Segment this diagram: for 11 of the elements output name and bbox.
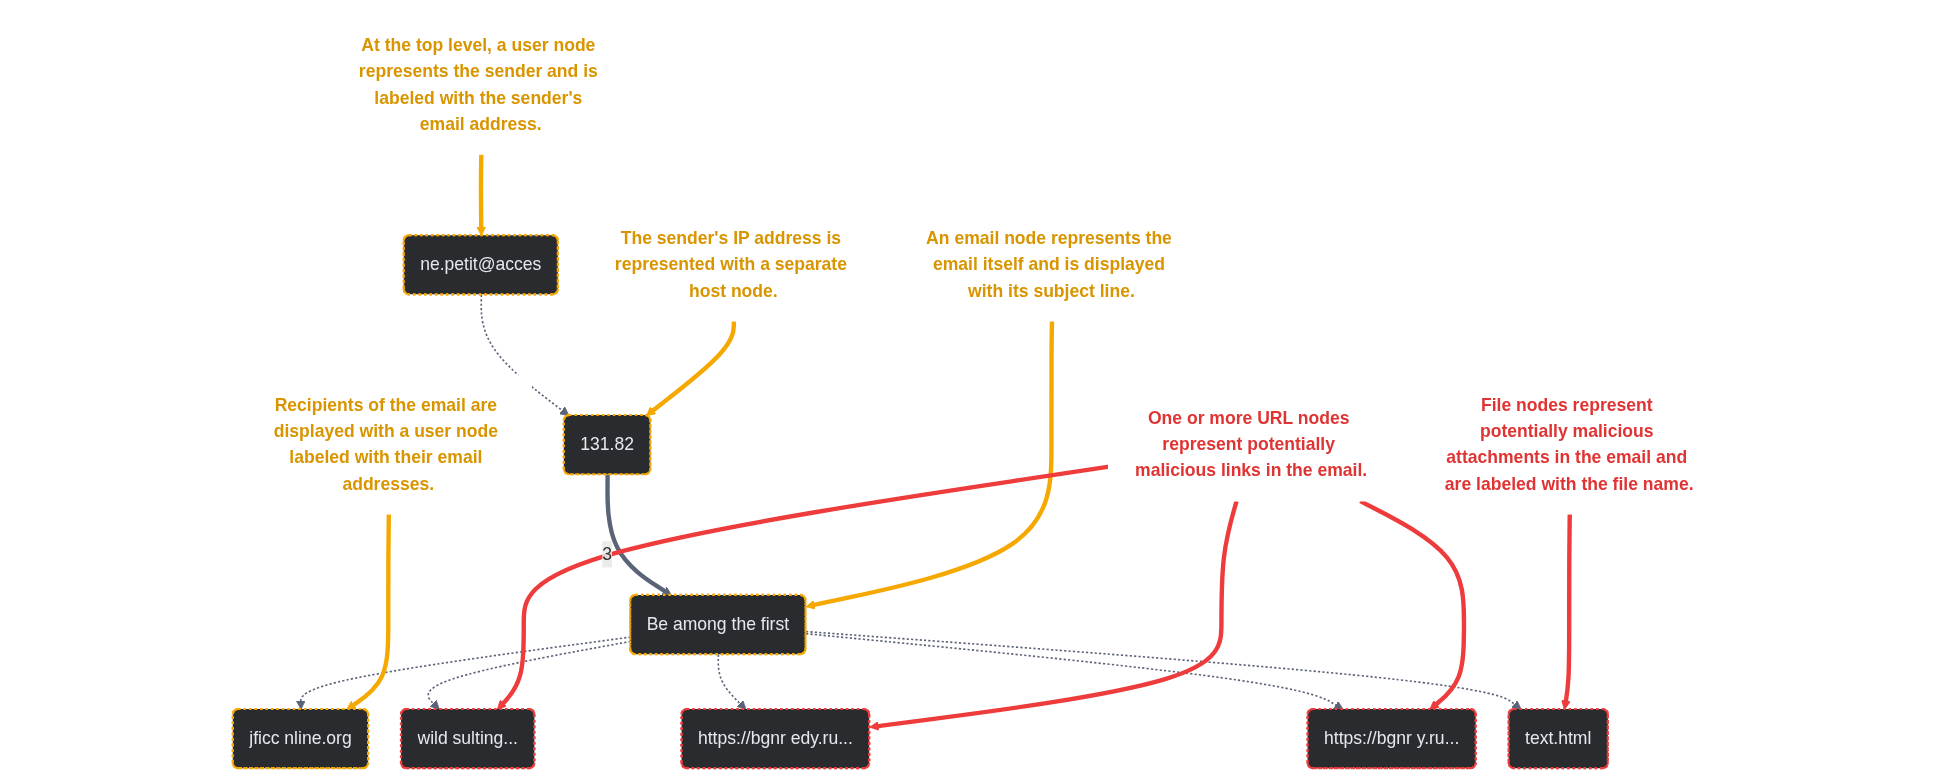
node-text: File nodes represent potentially malicious attachments in the email and are labeled with the file name. (1444, 394, 1694, 493)
arrow (869, 500, 1239, 731)
node-text: One or more URL nodes represent potentially malicious links in the email. (1134, 407, 1367, 480)
node-text: Recipients of the email are displayed with a user node labeled with their email addresses. (273, 394, 498, 493)
node-text: At the top level, a user node represents the sender and is labeled with the sender's email address. (358, 35, 598, 133)
edge-label: 3 (601, 543, 612, 563)
arrow (480, 293, 570, 416)
node-text: The sender's IP address is represented with a separate host node. (614, 228, 847, 300)
arrow (645, 320, 736, 416)
node-text: An email node represents the email itself and is displayed with its subject line. (925, 228, 1172, 300)
arrow (805, 320, 1054, 610)
